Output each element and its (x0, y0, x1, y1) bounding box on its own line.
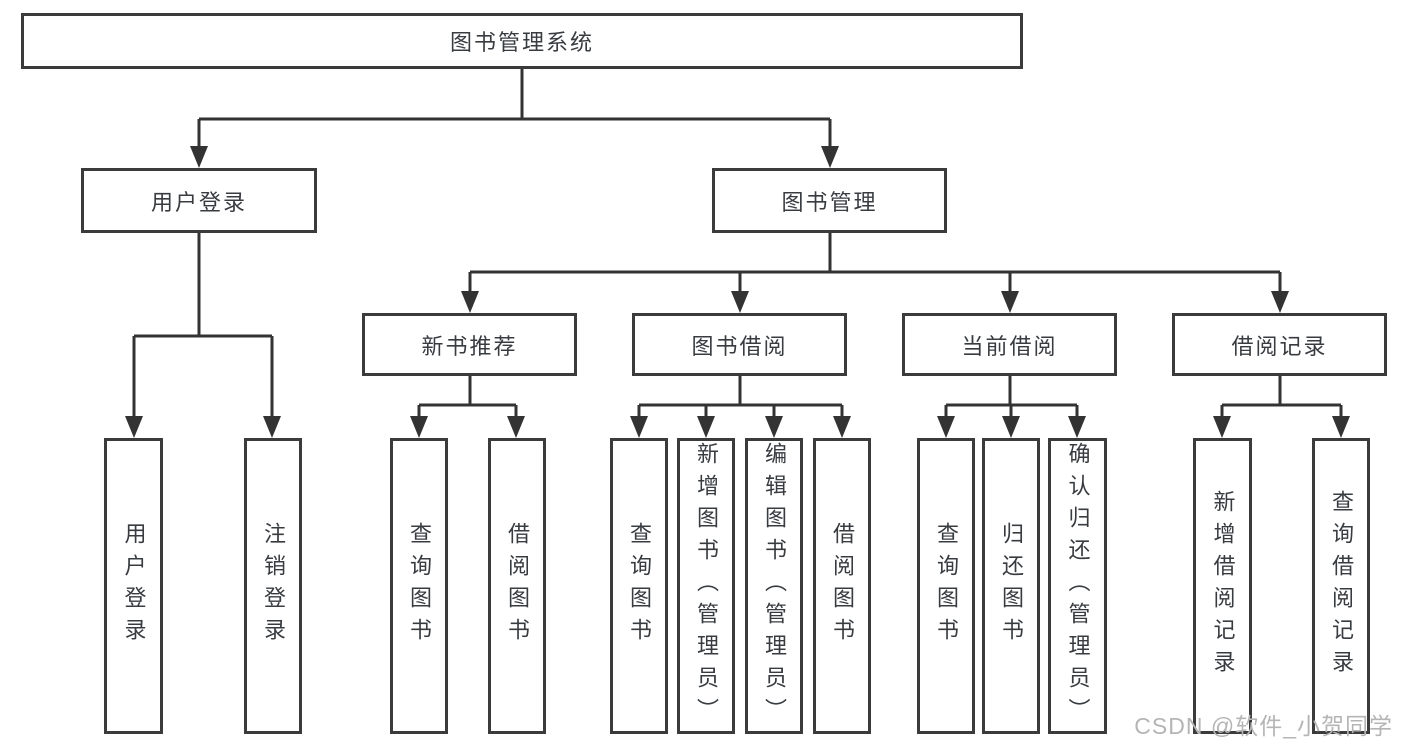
arrow-down-icon (190, 146, 208, 168)
arrow-down-icon (630, 416, 648, 438)
arrow-down-icon (731, 291, 749, 313)
leaf-query-books-recommend: 查询图书 (390, 438, 448, 734)
node-user-login: 用户登录 (81, 168, 317, 233)
leaf-query-borrow-record: 查询借阅记录 (1312, 438, 1370, 734)
node-current-borrowing: 当前借阅 (902, 313, 1117, 376)
arrow-down-icon (937, 416, 955, 438)
leaf-query-books-current: 查询图书 (917, 438, 975, 734)
leaf-label: 新增图书（管理员） (694, 442, 719, 730)
arrow-down-icon (1332, 416, 1350, 438)
arrow-down-icon (1271, 291, 1289, 313)
leaf-label: 用户登录 (121, 522, 147, 650)
arrow-down-icon (1002, 416, 1020, 438)
arrow-down-icon (765, 416, 783, 438)
leaf-label: 查询图书 (934, 522, 959, 650)
leaf-label: 查询图书 (407, 522, 432, 650)
leaf-query-books-borrowing: 查询图书 (610, 438, 668, 734)
leaf-label: 借阅图书 (505, 522, 530, 650)
leaf-logout: 注销登录 (244, 438, 302, 734)
leaf-label: 新增借阅记录 (1210, 490, 1236, 682)
leaf-edit-book-admin: 编辑图书（管理员） (745, 438, 803, 734)
leaf-borrow-books: 借阅图书 (813, 438, 871, 734)
leaf-label: 归还图书 (999, 522, 1024, 650)
leaf-label: 查询图书 (627, 522, 652, 650)
arrow-down-icon (821, 146, 839, 168)
node-book-management: 图书管理 (712, 168, 947, 233)
leaf-return-books: 归还图书 (982, 438, 1040, 734)
leaf-label: 编辑图书（管理员） (762, 442, 787, 730)
node-book-borrowing: 图书借阅 (632, 313, 847, 376)
leaf-user-login: 用户登录 (104, 438, 163, 734)
arrow-down-icon (507, 416, 525, 438)
csdn-watermark: CSDN @软件_小贺同学 (1134, 713, 1393, 739)
leaf-add-book-admin: 新增图书（管理员） (677, 438, 735, 734)
leaf-label: 借阅图书 (830, 522, 855, 650)
arrow-down-icon (125, 416, 143, 438)
arrow-down-icon (1068, 416, 1086, 438)
leaf-borrow-books-recommend: 借阅图书 (488, 438, 546, 734)
node-new-book-recommend: 新书推荐 (362, 313, 577, 376)
leaf-add-borrow-record: 新增借阅记录 (1193, 438, 1252, 734)
node-borrowing-records: 借阅记录 (1172, 313, 1387, 376)
leaf-label: 查询借阅记录 (1329, 490, 1354, 682)
leaf-label: 确认归还（管理员） (1065, 442, 1091, 730)
arrow-down-icon (263, 416, 281, 438)
leaf-label: 注销登录 (261, 522, 286, 650)
arrow-down-icon (1001, 291, 1019, 313)
arrow-down-icon (410, 416, 428, 438)
node-library-system: 图书管理系统 (21, 13, 1023, 69)
leaf-confirm-return-admin: 确认归还（管理员） (1048, 438, 1107, 734)
arrow-down-icon (697, 416, 715, 438)
arrow-down-icon (1213, 416, 1231, 438)
arrow-down-icon (461, 291, 479, 313)
arrow-down-icon (833, 416, 851, 438)
